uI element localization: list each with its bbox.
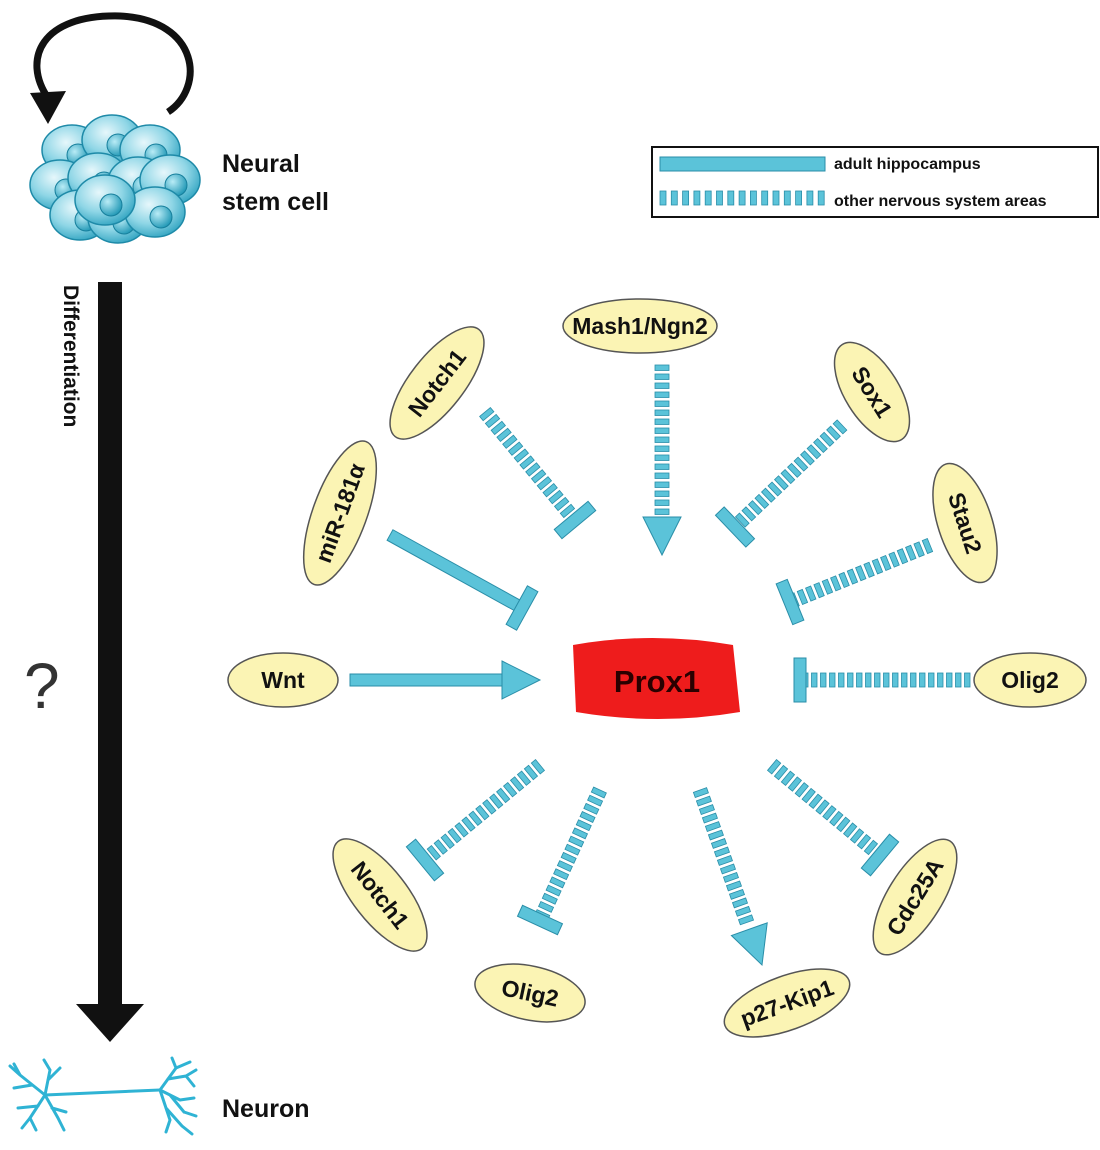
node-olig2-downstream: Olig2	[474, 963, 586, 1023]
edge-mir181a	[386, 529, 539, 631]
edge-wnt	[349, 660, 542, 700]
neuron-icon	[8, 1056, 198, 1136]
stem-cell-label: Neural stem cell	[222, 150, 329, 216]
legend-dashed-label: other nervous system areas	[834, 193, 1047, 210]
edge-sox1	[714, 419, 848, 548]
node-p27-kip1-ellipse	[723, 968, 851, 1038]
node-mash1-ngn2-ellipse	[562, 298, 718, 354]
prox1-label: Prox1	[614, 664, 700, 699]
legend-solid-label: adult hippocampus	[834, 156, 981, 173]
neuron-label: Neuron	[222, 1095, 310, 1123]
stem-cell-label-line1: Neural	[222, 150, 300, 178]
node-olig2-upstream-ellipse	[973, 652, 1087, 708]
node-mash1-ngn2: Mash1/Ngn2	[562, 298, 718, 354]
edge-p27-kip1	[692, 787, 768, 967]
edge-cdc25a	[766, 759, 900, 877]
node-wnt-ellipse	[227, 652, 339, 708]
node-wnt-label: Wnt	[261, 667, 305, 693]
node-notch1-downstream: Notch1	[332, 838, 428, 952]
node-olig2-upstream-label: Olig2	[1001, 667, 1059, 693]
node-stau2: Stau2	[932, 462, 998, 584]
edge-mash1-ngn2	[642, 364, 682, 557]
node-wnt: Wnt	[227, 652, 339, 708]
edge-notch1-downstream	[405, 759, 546, 882]
node-olig2-upstream: Olig2	[973, 652, 1087, 708]
circular-arrow-icon	[30, 12, 194, 124]
edge-stau2	[775, 537, 934, 626]
node-mir181a-ellipse	[302, 440, 378, 586]
node-mir181a: miR-181α	[302, 440, 378, 586]
node-mash1-ngn2-label: Mash1/Ngn2	[572, 313, 707, 339]
node-cdc25a-ellipse	[872, 838, 958, 956]
node-notch1-upstream: Notch1	[389, 326, 485, 440]
legend-solid-swatch	[659, 156, 826, 172]
stem-cell-label-line2: stem cell	[222, 188, 329, 216]
prox1-hub: Prox1	[573, 638, 740, 719]
differentiation-label: Differentiation	[59, 285, 82, 427]
regulation-edges	[349, 364, 971, 967]
edge-notch1-upstream	[479, 406, 597, 540]
node-notch1-upstream-ellipse	[389, 326, 485, 440]
edge-olig2-downstream	[516, 786, 607, 936]
differentiation-arrow	[76, 282, 144, 1042]
cell-cluster-icon	[29, 114, 201, 244]
node-p27-kip1: p27-Kip1	[723, 968, 851, 1038]
node-olig2-downstream-ellipse	[474, 963, 586, 1023]
legend-dashed-swatch	[659, 190, 825, 206]
node-notch1-downstream-ellipse	[332, 838, 428, 952]
edge-olig2-upstream	[793, 657, 971, 703]
node-sox1-ellipse	[833, 341, 911, 443]
legend: adult hippocampus other nervous system a…	[651, 146, 1099, 218]
node-sox1: Sox1	[833, 341, 911, 443]
unknown-mechanism-mark: ?	[24, 650, 60, 722]
prox1-box	[573, 638, 740, 719]
